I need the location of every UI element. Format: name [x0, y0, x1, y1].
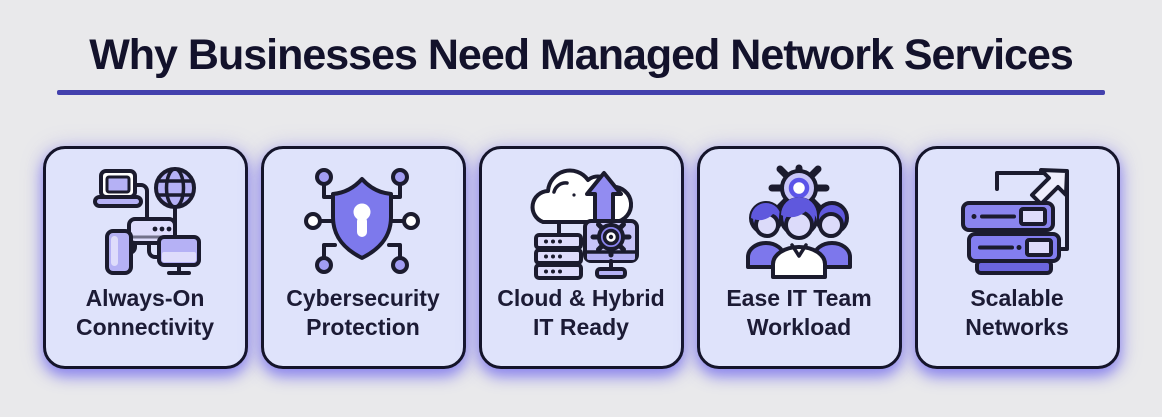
- card-label-line: Networks: [965, 314, 1069, 340]
- card-ease-it-team-workload: Ease IT Team Workload: [696, 146, 902, 369]
- it-team-gear-icon: [737, 161, 861, 281]
- card-cloud-hybrid-it-ready: Cloud & Hybrid IT Ready: [478, 146, 684, 369]
- card-label: Ease IT Team Workload: [726, 284, 871, 342]
- page-title: Why Businesses Need Managed Network Serv…: [89, 31, 1074, 79]
- card-label-line: Ease IT Team: [726, 285, 872, 311]
- card-cybersecurity-protection: Cybersecurity Protection: [260, 146, 466, 369]
- connected-devices-icon: [83, 161, 207, 281]
- card-label-line: Connectivity: [75, 314, 215, 340]
- card-label-line: Always-On: [85, 285, 205, 311]
- card-label-line: Workload: [746, 314, 852, 340]
- card-label-line: Cybersecurity: [286, 285, 440, 311]
- scalable-servers-icon: [955, 161, 1079, 281]
- card-label: Cloud & Hybrid IT Ready: [497, 284, 664, 342]
- cloud-hybrid-icon: [519, 161, 643, 281]
- cards-row: Always-On Connectivity: [0, 146, 1162, 369]
- card-label-line: Protection: [306, 314, 420, 340]
- card-scalable-networks: Scalable Networks: [914, 146, 1120, 369]
- card-always-on-connectivity: Always-On Connectivity: [42, 146, 248, 369]
- card-label-line: Scalable: [970, 285, 1064, 311]
- card-label-line: IT Ready: [533, 314, 629, 340]
- card-label: Cybersecurity Protection: [286, 284, 439, 342]
- card-label: Scalable Networks: [965, 284, 1069, 342]
- cybersecurity-shield-icon: [301, 161, 425, 281]
- card-label: Always-On Connectivity: [76, 284, 214, 342]
- card-label-line: Cloud & Hybrid: [497, 285, 665, 311]
- title-underline: [57, 90, 1105, 95]
